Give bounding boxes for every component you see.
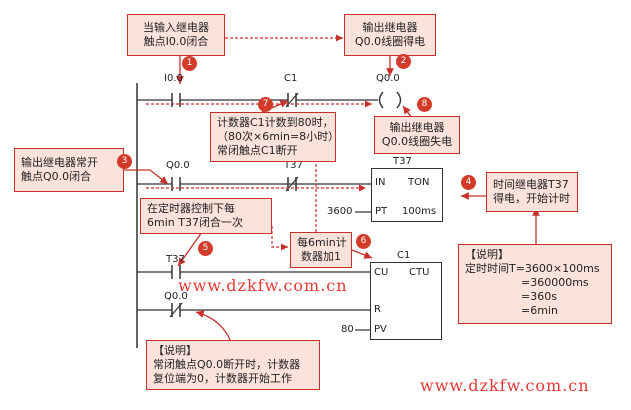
note-output-energize: 输出继电器 Q0.0线圈得电 bbox=[344, 14, 436, 56]
timer-in-pin: IN bbox=[375, 177, 386, 188]
contact-t37-nc-label: T37 bbox=[284, 160, 303, 171]
timer-name: T37 bbox=[393, 156, 412, 167]
timer-base: 100ms bbox=[402, 206, 437, 217]
coil-q00-right bbox=[396, 91, 402, 109]
step-badge: 3 bbox=[117, 154, 132, 169]
timer-type: TON bbox=[408, 177, 430, 188]
note-output-deenergize: 输出继电器 Q0.0线圈失电 bbox=[374, 116, 460, 154]
note-timer-start: 时间继电器T37 得电，开始计时 bbox=[486, 172, 578, 212]
step-badge: 6 bbox=[356, 234, 371, 249]
counter-preset: 80 bbox=[341, 324, 354, 335]
note-reset-explain: 【说明】 常闭触点Q0.0断开时，计数器 复位端为0，计数器开始工作 bbox=[146, 340, 320, 390]
coil-q00-label: Q0.0 bbox=[376, 73, 400, 84]
counter-pv-pin: PV bbox=[374, 324, 387, 335]
timer-preset: 3600 bbox=[327, 206, 353, 217]
contact-c1-label: C1 bbox=[284, 73, 298, 84]
flow-pulse-to-count bbox=[271, 226, 288, 251]
arrow-timer-pulse bbox=[177, 231, 203, 267]
watermark-text: www.dzkfw.com.cn bbox=[420, 376, 590, 395]
counter-block: CU CTU R PV bbox=[370, 262, 442, 340]
counter-type: CTU bbox=[409, 267, 430, 278]
note-timer-pulse: 在定时器控制下每 6min T37闭合一次 bbox=[140, 198, 272, 234]
step-badge: 8 bbox=[417, 97, 432, 112]
timer-block: IN TON PT 100ms bbox=[371, 168, 443, 222]
note-input-relay: 当输入继电器 触点I0.0闭合 bbox=[127, 14, 225, 56]
step-badge: 7 bbox=[258, 97, 273, 112]
contact-t37-nc-slash bbox=[285, 176, 299, 192]
note-counter-80: 计数器C1计数到80时， （80次×6min=8小时） 常闭触点C1断开 bbox=[210, 112, 339, 162]
step-badge: 5 bbox=[198, 241, 213, 256]
coil-q00-left bbox=[378, 91, 384, 109]
contact-c1-slash bbox=[285, 92, 299, 108]
note-output-no: 输出继电器常开 触点Q0.0闭合 bbox=[14, 148, 124, 192]
counter-cu-pin: CU bbox=[374, 267, 389, 278]
note-timer-explain: 【说明】 定时时间T=3600×100ms =360000ms =360s =6… bbox=[458, 244, 612, 324]
contact-q00-no-label: Q0.0 bbox=[166, 160, 190, 171]
step-badge: 4 bbox=[461, 175, 476, 190]
watermark-text: www.dzkfw.com.cn bbox=[178, 276, 348, 295]
timer-pt-pin: PT bbox=[375, 206, 388, 217]
step-badge: 2 bbox=[396, 54, 411, 69]
contact-q00-nc-slash bbox=[169, 302, 183, 318]
arrow-counter-add bbox=[351, 249, 373, 259]
counter-name: C1 bbox=[397, 250, 411, 261]
contact-i00-label: I0.0 bbox=[164, 73, 183, 84]
note-counter-add: 每6min计 数器加1 bbox=[290, 232, 352, 268]
arrow-output-no bbox=[124, 169, 169, 185]
contact-q00-nc-label: Q0.0 bbox=[164, 291, 188, 302]
counter-r-pin: R bbox=[374, 304, 381, 315]
step-badge: 1 bbox=[182, 56, 197, 71]
contact-t37-label: T37 bbox=[166, 254, 185, 265]
